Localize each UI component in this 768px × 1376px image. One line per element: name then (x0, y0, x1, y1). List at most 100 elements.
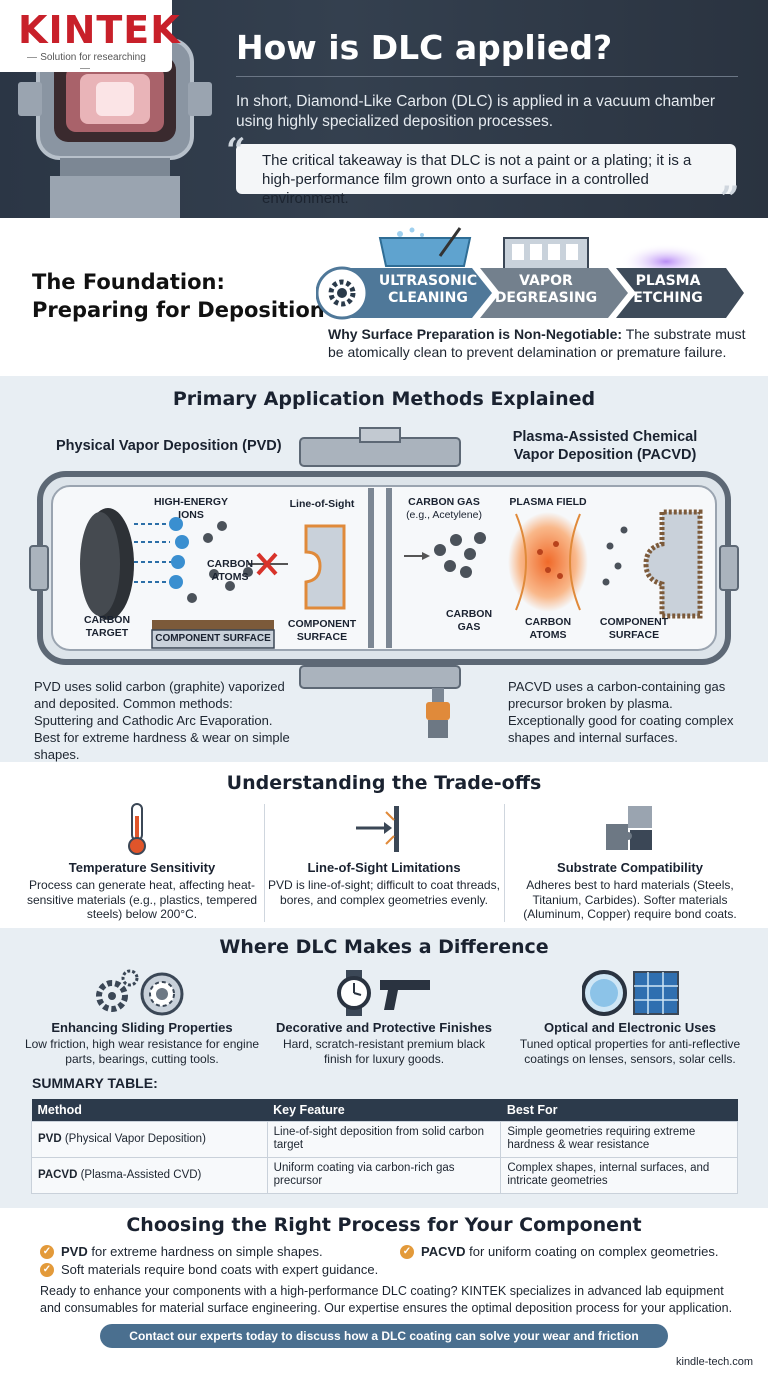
process-steps (316, 266, 744, 320)
thermometer-icon (128, 803, 146, 855)
label-line-of-sight: Line-of-Sight (289, 498, 355, 510)
choosing-section: Choosing the Right Process for Your Comp… (0, 1208, 768, 1376)
contact-experts-button[interactable]: Contact our experts today to discuss how… (100, 1324, 668, 1367)
tradeoffs-section: Understanding the Trade-offs Temperature… (0, 762, 768, 928)
table-cell-method: PACVD (Plasma-Assisted CVD) (31, 1156, 268, 1194)
step-label: ETCHING (633, 290, 703, 306)
gears-bearing-icon (96, 969, 184, 1016)
label-carbon-gas: CARBON GAS (408, 496, 480, 508)
column-header: Method (31, 1099, 268, 1121)
pacvd-title: Plasma-Assisted Chemical Vapor Depositio… (512, 429, 698, 463)
recommendation-keyword: PVD (61, 1244, 88, 1259)
step-label: PLASMA (635, 273, 701, 289)
step-label: ULTRASONIC (378, 273, 478, 289)
foundation-title-line1: The Foundation: (32, 270, 225, 294)
table-cell-method: PVD (Physical Vapor Deposition) (31, 1120, 268, 1158)
surface-prep-note: Why Surface Preparation is Non-Negotiabl… (328, 325, 748, 361)
arrow-blocked-icon (356, 806, 399, 852)
tradeoff-temperature-text: Process can generate heat, affecting hea… (26, 878, 258, 921)
logo-tagline: Solution for researching (18, 52, 152, 74)
pvd-title: Physical Vapor Deposition (PVD) (56, 438, 282, 454)
methods-title: Primary Application Methods Explained (172, 388, 596, 410)
page-title: How is DLC applied? (236, 28, 613, 67)
use-decorative-text: Hard, scratch-resistant premium black fi… (282, 1037, 486, 1066)
lens-solar-icon (582, 970, 679, 1016)
label-high-energy-ions: HIGH-ENERGY IONS (153, 496, 229, 521)
label-carbon-atoms-pacvd: CARBON ATOMS (524, 616, 572, 641)
label-component-surface-pvd: COMPONENT SURFACE (287, 618, 357, 643)
tradeoff-substrate-text: Adheres best to hard materials (Steels, … (523, 878, 737, 921)
tradeoff-temperature-title: Temperature Sensitivity (68, 860, 216, 875)
tradeoff-line-of-sight-text: PVD is line-of-sight; difficult to coat … (268, 878, 500, 907)
use-optical-text: Tuned optical properties for anti-reflec… (519, 1037, 741, 1066)
label-component-surface: COMPONENT SURFACE (155, 633, 271, 644)
applications-section: Where DLC Makes a Difference Enhancing S… (0, 928, 768, 1208)
method-full: (Physical Vapor Deposition) (61, 1132, 206, 1145)
summary-table: Method Key Feature Best For PVD (Physica… (31, 1099, 738, 1194)
quote-close-icon: ” (720, 179, 740, 219)
recommendation-text: Soft materials require bond coats with e… (61, 1262, 379, 1277)
step-label: CLEANING (388, 290, 468, 306)
table-row: PVD (Physical Vapor Deposition) Line-of-… (31, 1120, 738, 1158)
methods-section: Primary Application Methods Explained Ph… (0, 376, 768, 762)
pvd-description: PVD uses solid carbon (graphite) vaporiz… (34, 679, 290, 762)
watch-pistol-icon (337, 970, 430, 1016)
quote-box: The critical takeaway is that DLC is not… (236, 144, 736, 207)
ultrasonic-bath-icon (378, 227, 472, 267)
recommendation-keyword: PACVD (421, 1244, 466, 1259)
quote-open-icon: “ (226, 131, 246, 171)
website-link[interactable]: kindle-tech.com (676, 1356, 754, 1368)
step-vapor-degreasing: VAPOR DEGREASING (490, 273, 602, 307)
label-carbon-gas-2: CARBON GAS (445, 608, 493, 633)
column-divider (264, 804, 265, 922)
title-divider (236, 76, 738, 77)
intro-text: In short, Diamond-Like Carbon (DLC) is a… (236, 93, 715, 130)
step-label: DEGREASING (494, 290, 598, 306)
puzzle-icon (606, 806, 652, 850)
foundation-title: The Foundation: Preparing for Deposition (32, 268, 325, 324)
step-plasma-etching: PLASMA ETCHING (622, 273, 714, 307)
cta-text: Ready to enhance your components with a … (40, 1284, 733, 1315)
recommendation-text: for uniform coating on complex geometrie… (465, 1244, 719, 1259)
step-ultrasonic-cleaning: ULTRASONIC CLEANING (368, 273, 488, 307)
choosing-title: Choosing the Right Process for Your Comp… (126, 1214, 642, 1236)
surface-prep-note-text: The substrate must be atomically clean t… (328, 326, 746, 360)
quote-text: The critical takeaway is that DLC is not… (262, 152, 692, 207)
surface-prep-note-heading: Why Surface Preparation is Non-Negotiabl… (328, 326, 623, 342)
column-header: Key Feature (267, 1099, 501, 1121)
recommendation-soft-materials: Soft materials require bond coats with e… (61, 1262, 378, 1277)
label-component-surface-pacvd: COMPONENT SURFACE (599, 616, 669, 641)
table-cell-best-for: Simple geometries requiring extreme hard… (500, 1120, 738, 1158)
recommendation-pacvd: PACVD for uniform coating on complex geo… (421, 1244, 718, 1259)
tradeoffs-title: Understanding the Trade-offs (226, 772, 542, 794)
table-row: PACVD (Plasma-Assisted CVD) Uniform coat… (31, 1156, 738, 1194)
pacvd-description: PACVD uses a carbon-containing gas precu… (508, 679, 734, 745)
applications-title: Where DLC Makes a Difference (219, 936, 549, 958)
recommendation-pvd: PVD for extreme hardness on simple shape… (61, 1244, 323, 1259)
foundation-title-line2: Preparing for Deposition (32, 298, 325, 322)
tradeoff-line-of-sight-title: Line-of-Sight Limitations (307, 860, 461, 875)
table-cell-best-for: Complex shapes, internal surfaces, and i… (500, 1156, 738, 1194)
table-cell-feature: Uniform coating via carbon-rich gas prec… (266, 1156, 502, 1194)
use-optical-title: Optical and Electronic Uses (544, 1020, 716, 1035)
column-divider (504, 804, 505, 922)
method-abbr: PACVD (38, 1168, 78, 1181)
table-header-row: Method Key Feature Best For (31, 1099, 738, 1121)
check-icon: ✓ (400, 1245, 414, 1259)
method-abbr: PVD (38, 1132, 62, 1145)
step-label: VAPOR (519, 273, 573, 289)
check-icon: ✓ (40, 1263, 54, 1277)
use-sliding-text: Low friction, high wear resistance for e… (24, 1037, 260, 1066)
foundation-section: The Foundation: Preparing for Deposition… (0, 218, 768, 376)
tradeoff-substrate-title: Substrate Compatibility (557, 860, 703, 875)
label-plasma-field: PLASMA FIELD (509, 496, 587, 508)
deposition-chamber-diagram (29, 427, 739, 738)
summary-title: SUMMARY TABLE: (32, 1075, 158, 1091)
use-decorative-title: Decorative and Protective Finishes (275, 1020, 493, 1035)
method-full: (Plasma-Assisted CVD) (77, 1168, 202, 1181)
check-icon: ✓ (40, 1245, 54, 1259)
recommendation-text: for extreme hardness on simple shapes. (87, 1244, 323, 1259)
table-cell-feature: Line-of-sight deposition from solid carb… (266, 1120, 502, 1158)
label-carbon-target: CARBON TARGET (83, 614, 131, 639)
vacuum-chamber-illustration (18, 38, 212, 218)
